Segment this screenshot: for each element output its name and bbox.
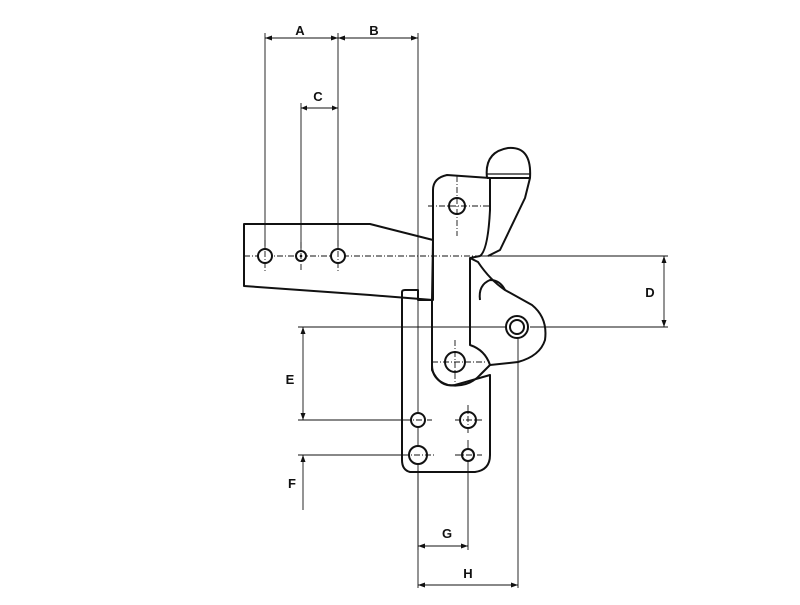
dimension-g: G — [417, 440, 469, 550]
mount-hole-3 — [403, 445, 434, 465]
dimension-d-label: D — [645, 285, 654, 300]
dimension-h: H — [418, 327, 519, 588]
dimension-b-label: B — [369, 23, 378, 38]
clamp-arm — [243, 223, 480, 301]
dimension-c-label: C — [313, 89, 323, 104]
lever-pivot-bottom — [432, 340, 485, 385]
dimension-h-label: H — [463, 566, 472, 581]
dimension-f-label: F — [288, 476, 296, 491]
mount-hole-4 — [455, 448, 482, 462]
arm-hole-left — [257, 240, 273, 272]
dimension-a-label: A — [295, 23, 305, 38]
dimension-g-label: G — [442, 526, 452, 541]
arm-hole-center — [295, 242, 307, 270]
arm-hole-right — [330, 240, 346, 272]
mount-hole-2 — [455, 405, 482, 435]
dimension-e: E — [286, 326, 510, 421]
dimension-a: A — [264, 23, 338, 262]
mount-hole-1 — [405, 412, 432, 428]
dimension-d: D — [480, 255, 668, 328]
dimension-c: C — [300, 89, 338, 262]
dimension-b: B — [337, 23, 419, 588]
dimension-f: F — [288, 454, 408, 510]
base-bracket — [401, 257, 547, 473]
main-pivot — [505, 315, 529, 339]
dimension-e-label: E — [286, 372, 295, 387]
lever-pivot-top — [428, 176, 490, 236]
